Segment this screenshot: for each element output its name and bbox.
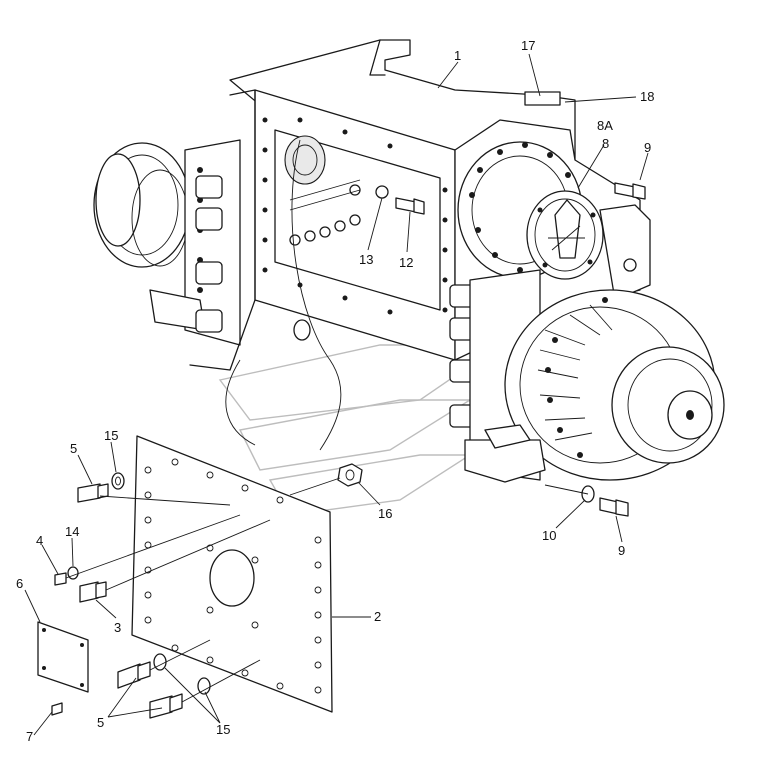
bolt-4 [54,572,67,586]
callout-5-top: 5 [70,441,77,456]
callout-4: 4 [36,533,43,548]
callout-13: 13 [359,252,373,267]
assembly-lines [65,477,589,703]
leader-lines [24,53,649,736]
callout-17: 17 [521,38,535,53]
callout-18: 18 [640,89,654,104]
washer-15-bottom-b [197,677,211,695]
washer-15-top [111,472,125,490]
fasteners [51,182,646,719]
callout-16: 16 [378,506,392,521]
screw-7 [51,702,63,716]
small-cover [37,621,89,693]
callout-8a: 8A [597,118,613,133]
callout-7: 7 [26,729,33,744]
callout-1: 1 [454,48,461,63]
callout-6: 6 [16,576,23,591]
callout-3: 3 [114,620,121,635]
axle-housing [93,39,725,483]
bolt-3 [79,581,107,603]
cover-plate [131,435,333,713]
callout-8: 8 [602,136,609,151]
bolt-9-top [614,182,646,200]
nut-16 [337,463,363,487]
callout-15-bottom: 15 [216,722,230,737]
callout-9-top: 9 [644,140,651,155]
bolt-5-bottom-a [117,661,151,689]
callout-2: 2 [374,609,381,624]
bolt-5-bottom-b [149,693,183,719]
callout-9-bottom: 9 [618,543,625,558]
bolt-9-bottom [599,497,629,517]
callout-14: 14 [65,524,79,539]
callout-15-top: 15 [104,428,118,443]
bolt-12 [395,197,425,215]
callout-5-bottom: 5 [97,715,104,730]
callout-10: 10 [542,528,556,543]
bolt-5-top [77,483,109,503]
callout-labels: 1 17 18 8A 8 9 13 12 15 5 16 10 9 4 14 6… [16,38,654,744]
callout-12: 12 [399,255,413,270]
